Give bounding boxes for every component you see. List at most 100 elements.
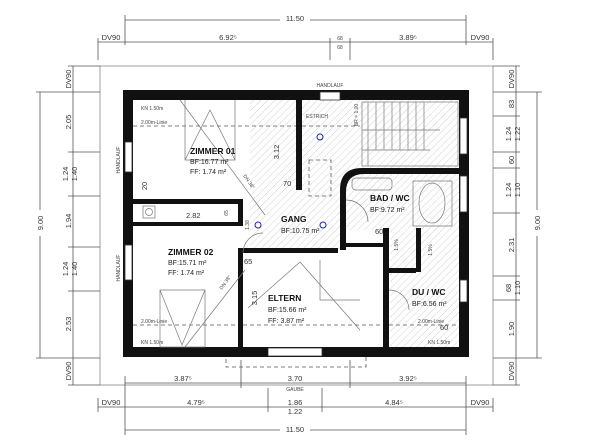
dim-label: 6.92⁵ xyxy=(219,33,237,42)
bathtub-basin xyxy=(418,182,446,224)
dim-label: 4.79⁵ xyxy=(187,398,205,407)
dim-label: 2.05 xyxy=(64,115,73,130)
note: 60 xyxy=(375,227,383,236)
dim-label: 83 xyxy=(507,100,516,108)
note: 1.38 xyxy=(245,220,251,230)
dim-label: 60 xyxy=(507,156,516,164)
room-zimmer01: ZIMMER 01 BF:16.77 m² FF: 1.74 m² xyxy=(190,146,236,176)
dim-label: 3.70 xyxy=(288,374,303,383)
washing-machine xyxy=(142,205,156,219)
room-area: BF:6.56 m² xyxy=(412,301,447,308)
note: KN 1.50m xyxy=(141,106,163,112)
note: 2.82 xyxy=(186,211,201,220)
room-name: ELTERN xyxy=(268,293,301,303)
note: 2.00m-Linie xyxy=(418,319,444,325)
dim-left-total: 9.00 xyxy=(36,216,45,231)
note: 70 xyxy=(283,179,291,188)
room-gang: GANG BF:10.75 m² xyxy=(281,214,320,235)
dimension-top: 11.50 DV90 6.92⁵ 68 68 3.89⁵ DV90 xyxy=(97,12,494,60)
room-zimmer02: ZIMMER 02 BF:15.71 m² FF: 1.74 m² xyxy=(168,247,214,277)
dim-label: DV90 xyxy=(507,70,516,89)
note: 60 xyxy=(440,323,448,332)
dim-label: 1.40 xyxy=(70,262,79,277)
note: ESTRICH xyxy=(306,114,328,120)
chimney xyxy=(308,159,332,197)
note: 1.5% xyxy=(394,239,400,251)
bed-zimmer02 xyxy=(159,289,206,348)
dim-label: 1.24 xyxy=(61,167,70,182)
door-swing xyxy=(345,199,369,223)
windows xyxy=(124,91,468,357)
ceiling-light-icon xyxy=(254,221,262,229)
dim-top-total: 11.50 xyxy=(286,14,304,23)
note: 3.12 xyxy=(272,145,281,160)
dim-label: 1.94 xyxy=(64,214,73,229)
room-name: BAD / WC xyxy=(370,193,410,203)
window xyxy=(459,175,468,213)
room-bad: BAD / WC BF:9.72 m² xyxy=(370,193,410,214)
dim-label: 2.31 xyxy=(507,238,516,253)
dim-right-total: 9.00 xyxy=(533,216,542,231)
room-area: FF: 3.87 m² xyxy=(268,318,305,325)
room-name: DU / WC xyxy=(412,287,446,297)
room-area: BF:9.72 m² xyxy=(370,207,405,214)
room-name: ZIMMER 01 xyxy=(190,146,236,156)
bathtub xyxy=(412,180,453,227)
dim-label: 1.22 xyxy=(513,127,522,142)
dim-label: 1.10 xyxy=(513,183,522,198)
room-eltern: ELTERN BF:15.66 m² FF: 3.87 m² xyxy=(268,293,307,325)
window xyxy=(124,244,133,281)
room-name: GANG xyxy=(281,214,307,224)
window xyxy=(459,117,468,155)
dimension-bottom: 3.87⁵ 3.70 3.92⁵ GAUBE DV90 4.79⁵ 1.86 1… xyxy=(97,349,494,435)
bad-floor xyxy=(346,170,461,230)
note: 65 xyxy=(224,210,230,216)
note: BR = 1.00 xyxy=(354,104,360,127)
double-sink xyxy=(351,177,393,191)
note: HANDLAUF xyxy=(116,147,122,174)
dim-label: 2.53 xyxy=(64,317,73,332)
du-floor xyxy=(390,230,461,348)
dim-label: 1.40 xyxy=(70,167,79,182)
room-area: BF:15.66 m² xyxy=(268,307,307,314)
dim-label: 3.92⁵ xyxy=(399,374,417,383)
note: HANDLAUF xyxy=(116,255,122,282)
dim-label: 3.87⁵ xyxy=(174,374,192,383)
dim-bottom-total: 11.50 xyxy=(286,425,304,434)
note: 2.00m-Linie xyxy=(141,319,167,325)
dimension-left: 9.00 DV90 2.05 1.24 1.40 1.94 1.24 1.40 … xyxy=(34,65,100,386)
bed-eltern xyxy=(247,260,361,331)
room-area: FF: 1.74 m² xyxy=(168,270,205,277)
dim-label: 68 xyxy=(337,45,343,51)
gaube-label: GAUBE xyxy=(286,387,304,393)
dim-label: DV90 xyxy=(471,33,490,42)
room-area: BF:15.71 m² xyxy=(168,260,207,267)
dim-label: DV90 xyxy=(471,398,490,407)
note: KN 1.50m xyxy=(141,340,163,346)
room-area: BF:10.75 m² xyxy=(281,228,320,235)
note: 3.15 xyxy=(250,291,259,306)
window xyxy=(124,141,133,173)
dim-label: 3.89⁵ xyxy=(399,33,417,42)
window xyxy=(319,91,341,101)
room-area: BF:16.77 m² xyxy=(190,159,229,166)
bed-zimmer01 xyxy=(184,100,236,161)
dim-label: DV90 xyxy=(102,398,121,407)
dim-label: 1.86 xyxy=(288,398,303,407)
note: 65 xyxy=(244,257,252,266)
dimension-right: 9.00 DV90 83 1.24 1.22 60 1.24 1.10 2.31… xyxy=(493,65,543,386)
note: 2.00m-Linie xyxy=(141,120,167,126)
dim-label: 68 xyxy=(504,284,513,292)
dim-label: 1.24 xyxy=(61,262,70,277)
ceiling-light-icon xyxy=(316,133,324,141)
room-name: ZIMMER 02 xyxy=(168,247,214,257)
roof-outline xyxy=(99,65,494,386)
roof-line xyxy=(184,269,246,348)
dim-label: 1.24 xyxy=(504,183,513,198)
dim-label: 4.84⁵ xyxy=(385,398,403,407)
window xyxy=(459,279,468,303)
note: 1.5% xyxy=(428,244,434,256)
stair-floor xyxy=(346,100,461,170)
room-area: FF: 1.74 m² xyxy=(190,169,227,176)
